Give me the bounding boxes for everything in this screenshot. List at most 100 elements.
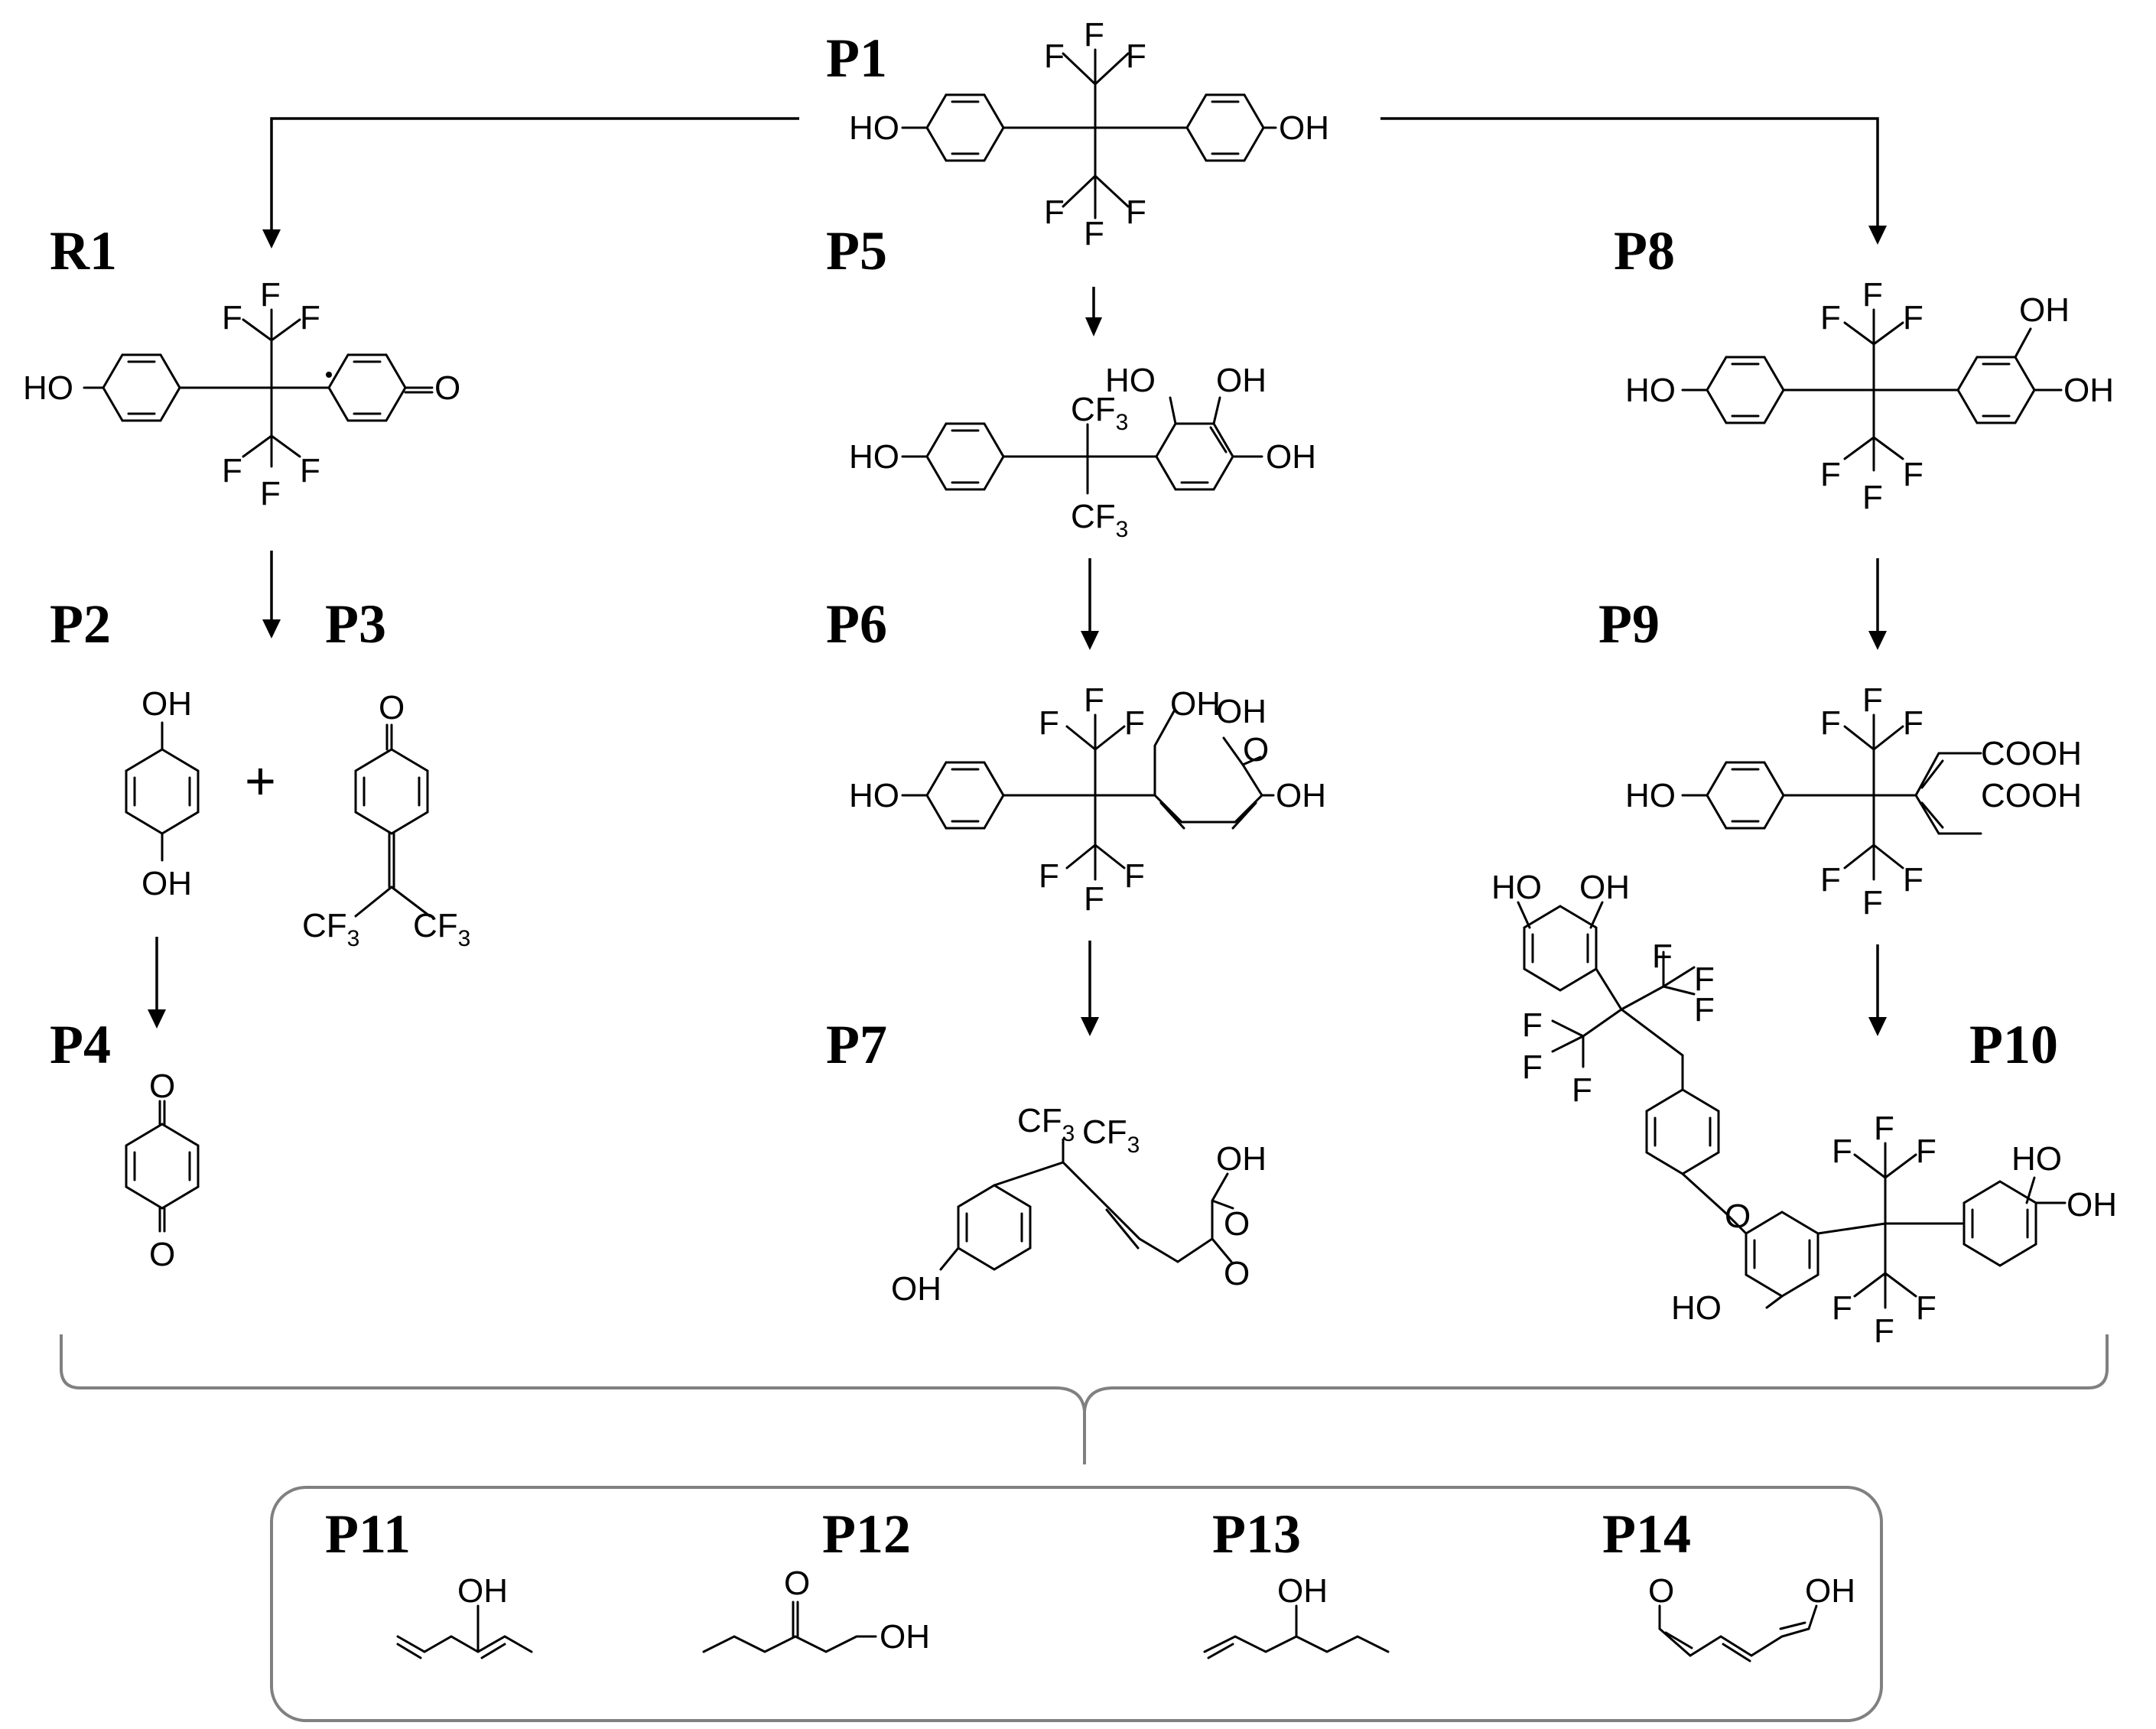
structure-p5: HO CF3 CF3 HO OH OH: [849, 362, 1316, 542]
label-p4: P4: [50, 1014, 111, 1075]
ring: [1706, 356, 1785, 424]
atom-o: O: [1243, 731, 1269, 769]
label-p6: P6: [826, 593, 887, 655]
radical-dot: [326, 372, 332, 378]
atom-o: O: [434, 369, 460, 407]
ring: [957, 1184, 1032, 1271]
structure-p10: HO OH F F F F F F O HO F F F F F F HO OH: [1491, 869, 2117, 1350]
atom-f: F: [1916, 1289, 1936, 1327]
atom-o: O: [784, 1565, 810, 1602]
label-p13: P13: [1212, 1503, 1301, 1565]
atom-f: F: [1126, 37, 1146, 75]
arrowhead: [1081, 631, 1099, 650]
arrowhead: [1868, 631, 1887, 650]
atom-f: F: [1874, 1110, 1894, 1147]
atom-f: F: [1820, 456, 1841, 493]
arrowhead: [148, 1009, 166, 1029]
atom-f: F: [1874, 1312, 1894, 1350]
label-p12: P12: [822, 1503, 911, 1565]
atom-ho: HO: [1625, 372, 1676, 409]
atom-oh: OH: [1279, 109, 1329, 147]
atom-f: F: [1084, 880, 1104, 918]
atom-f: F: [1820, 299, 1841, 336]
atom-f: F: [1916, 1133, 1936, 1170]
ring: [1645, 1088, 1720, 1175]
atom-oh: OH: [1579, 869, 1630, 906]
ring: [1745, 1211, 1819, 1298]
atom-cooh: COOH: [1981, 777, 2082, 814]
atom-ho: HO: [1105, 362, 1156, 399]
atom-f: F: [1039, 704, 1059, 742]
atom-oh: OH: [2067, 1186, 2117, 1224]
atom-oh: OH: [880, 1618, 930, 1656]
ring: [102, 353, 181, 422]
atom-oh: OH: [1266, 438, 1316, 476]
label-p11: P11: [325, 1503, 411, 1565]
ring: [125, 1123, 200, 1210]
arrowhead: [1868, 1017, 1887, 1036]
plus-sign: +: [245, 751, 276, 811]
atom-oh: OH: [1216, 362, 1267, 399]
structure-p11: OH: [396, 1572, 533, 1659]
atom-f: F: [1903, 299, 1923, 336]
group-cf3: CF3: [1071, 391, 1128, 435]
atom-o: O: [149, 1068, 175, 1105]
atom-f: F: [1820, 861, 1841, 899]
structure-p6: F F F F F F HO OH OH O OH: [849, 681, 1326, 918]
atom-f: F: [1044, 37, 1065, 75]
atom-f: F: [1862, 681, 1883, 719]
atom-f: F: [1572, 1071, 1592, 1109]
structure-p13: OH: [1203, 1572, 1390, 1659]
atom-oh: OH: [891, 1270, 941, 1308]
atom-f: F: [1124, 704, 1145, 742]
atom-ho: HO: [23, 369, 73, 407]
atom-ho: HO: [1625, 777, 1676, 814]
group-cf3: CF3: [1017, 1102, 1075, 1146]
atom-oh: OH: [1277, 1572, 1328, 1610]
arrows: [148, 117, 1887, 1036]
atom-f: F: [260, 475, 281, 512]
atom-o: O: [1224, 1205, 1250, 1243]
atom-f: F: [1820, 704, 1841, 742]
ring: [327, 353, 407, 422]
ring: [1523, 905, 1598, 992]
atom-ho: HO: [849, 777, 899, 814]
atom-ho: HO: [1671, 1289, 1722, 1327]
atom-oh: OH: [2063, 372, 2114, 409]
atom-ho: HO: [849, 438, 899, 476]
atom-f: F: [222, 299, 242, 336]
structure-p9: HO COOH COOH F F F F F F: [1625, 681, 2082, 921]
structure-p2: OH OH: [125, 685, 200, 902]
ring: [354, 748, 429, 835]
structure-p8: HO OH OH F F F F F F: [1625, 276, 2114, 516]
label-p2: P2: [50, 593, 111, 655]
atom-oh: OH: [1170, 685, 1221, 723]
atom-f: F: [1126, 193, 1146, 231]
atom-oh: OH: [1216, 693, 1267, 730]
ring: [1185, 93, 1265, 162]
atom-f: F: [1039, 857, 1059, 895]
atom-f: F: [1522, 1006, 1543, 1044]
ring: [125, 748, 200, 835]
atom-oh: OH: [457, 1572, 508, 1610]
structure-p1: HO OH F F F F F F: [849, 16, 1329, 252]
structure-p3: O CF3 CF3: [302, 689, 470, 951]
structure-r1: HO O F F F F F F: [23, 276, 460, 512]
ring: [925, 422, 1005, 491]
atom-f: F: [1694, 991, 1715, 1029]
atom-f: F: [1903, 456, 1923, 493]
label-p1: P1: [826, 28, 887, 89]
atom-f: F: [1862, 276, 1883, 314]
atom-f: F: [1084, 16, 1104, 54]
atom-f: F: [1084, 215, 1104, 252]
ring: [925, 93, 1005, 162]
atom-f: F: [1862, 884, 1883, 921]
atom-oh: OH: [1805, 1572, 1855, 1610]
ring: [1963, 1180, 2037, 1267]
structure-p4: O O: [125, 1068, 200, 1273]
label-p3: P3: [325, 593, 386, 655]
atom-f: F: [1832, 1133, 1852, 1170]
atom-o: O: [149, 1236, 175, 1273]
label-p9: P9: [1598, 593, 1660, 655]
